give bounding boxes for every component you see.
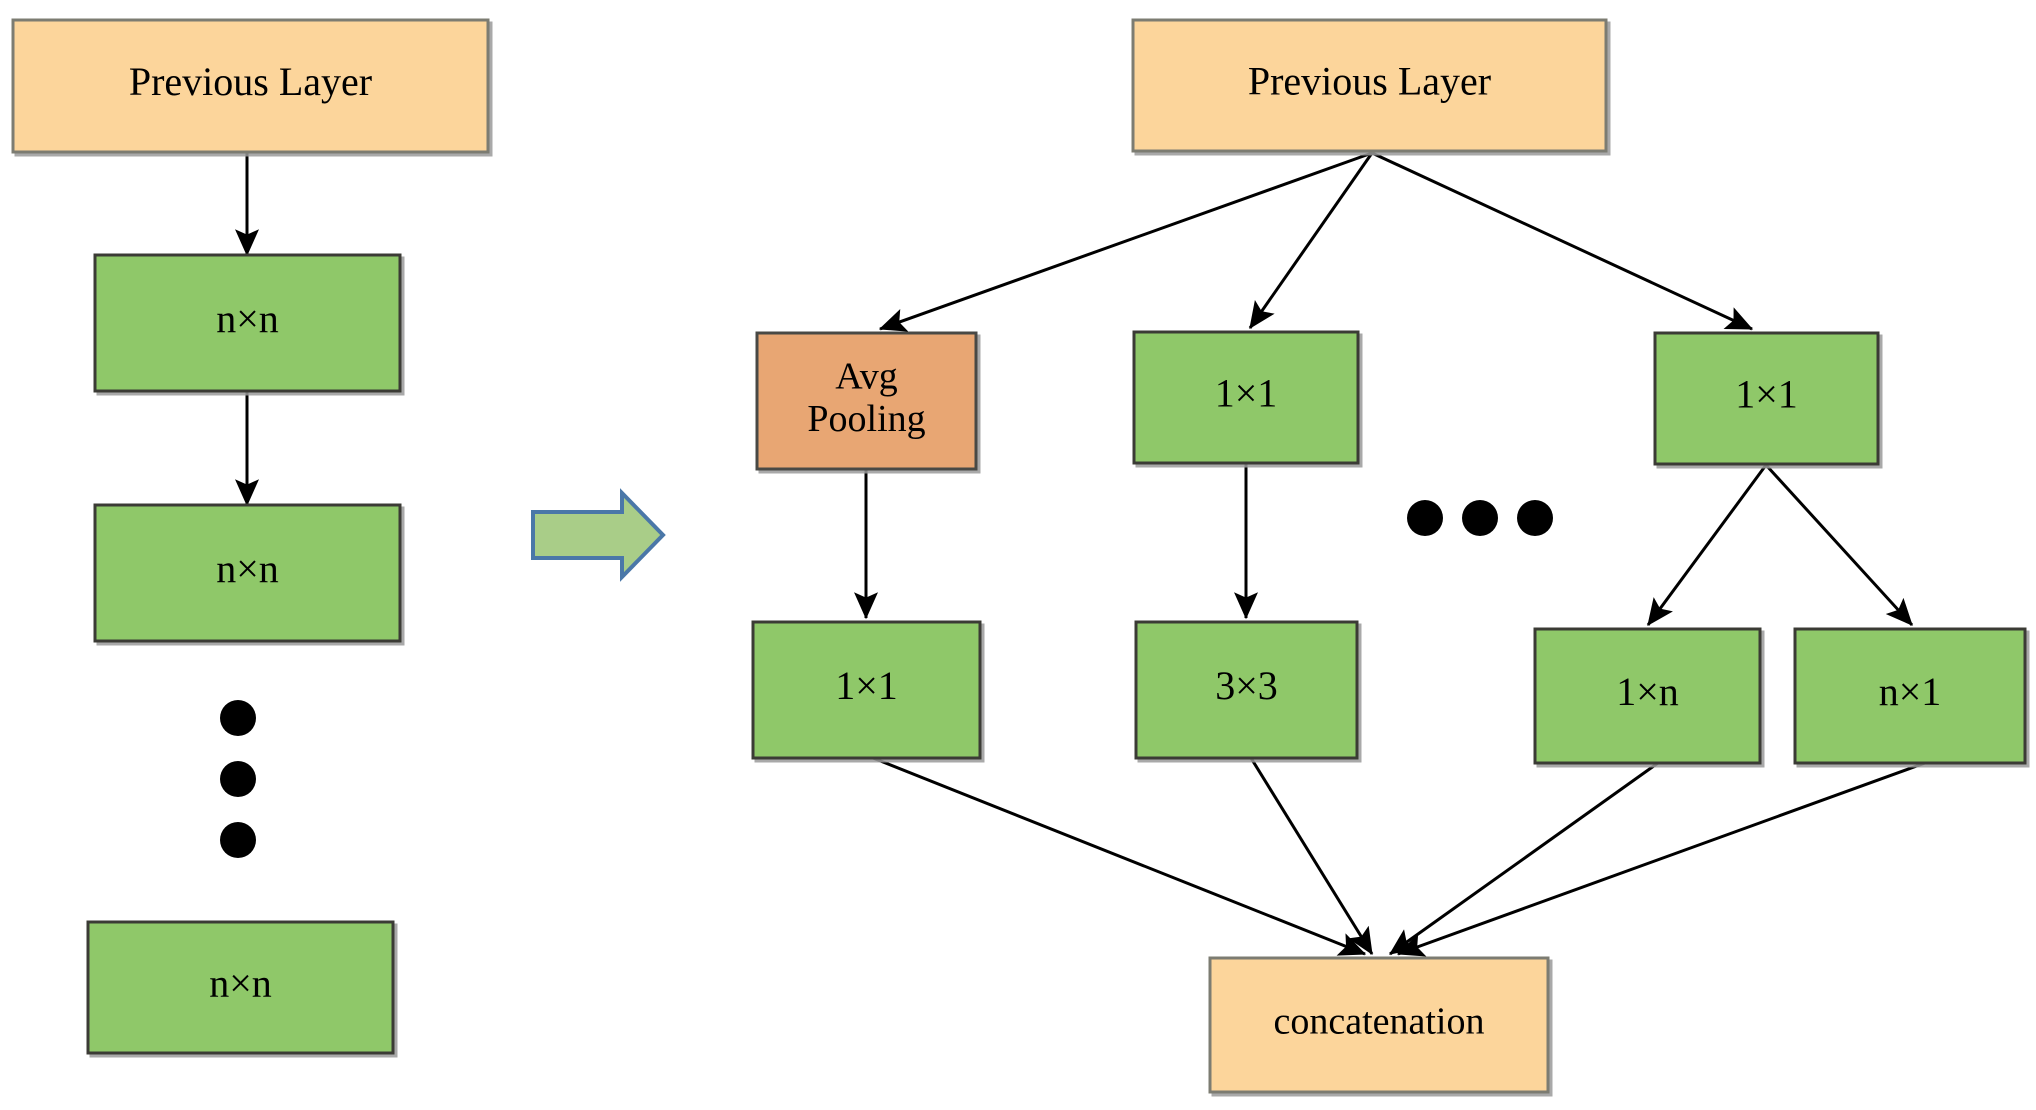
ellipsis-layer — [220, 500, 1553, 858]
node-label-branch2-3x3: 3×3 — [1215, 663, 1278, 708]
horizontal-ellipsis-icon — [1407, 500, 1553, 536]
transform-arrow-layer — [531, 488, 666, 582]
node-concatenation[interactable]: concatenation — [1208, 956, 1550, 1094]
ellipsis-dot-3 — [220, 822, 256, 858]
node-box-branch2-3x3 — [1134, 620, 1359, 760]
node-label-left-nxn-1: n×n — [216, 296, 279, 341]
node-left-nxn-1[interactable]: n×n — [93, 253, 402, 393]
ellipsis-dot-2 — [1462, 500, 1498, 536]
node-box-left-nxn-3 — [86, 920, 395, 1055]
node-branch2-3x3[interactable]: 3×3 — [1134, 620, 1359, 760]
node-label-avg-pooling: Avg — [835, 355, 898, 397]
node-left-nxn-3[interactable]: n×n — [86, 920, 395, 1055]
edge-branch3-1x1-to-branch3-1xn — [1646, 464, 1768, 626]
node-box-prev-layer-right — [1131, 18, 1608, 153]
node-label-left-nxn-2: n×n — [216, 546, 279, 591]
nodes-layer: Previous Layer n×n n×n n×n Previous LayerAvg… — [11, 18, 2027, 1094]
node-label-prev-layer-right: Previous Layer — [1248, 59, 1491, 104]
node-label-branch3-1xn: 1×n — [1616, 669, 1679, 714]
node-label-avg-pooling: Pooling — [807, 398, 925, 440]
edge-branch3-1x1-to-branch3-nx1 — [1764, 463, 1914, 627]
node-label-branch1-1x1: 1×1 — [835, 663, 898, 708]
edge-branch2-3x3-to-concatenation — [1249, 757, 1374, 956]
node-label-branch2-1x1: 1×1 — [1215, 371, 1278, 416]
node-box-concatenation — [1208, 956, 1550, 1094]
node-box-branch1-1x1 — [751, 620, 982, 760]
edge-prev-layer-right-to-branch3-1x1 — [1371, 151, 1754, 331]
node-branch1-1x1[interactable]: 1×1 — [751, 620, 982, 760]
node-box-branch3-1xn — [1533, 627, 1762, 765]
edge-branch1-1x1-to-concatenation — [872, 756, 1367, 956]
node-left-nxn-2[interactable]: n×n — [93, 503, 402, 643]
ellipsis-dot-1 — [1407, 500, 1443, 536]
node-label-left-nxn-3: n×n — [209, 961, 272, 1006]
node-label-prev-layer-left: Previous Layer — [129, 59, 372, 104]
edges-layer — [235, 151, 1926, 957]
ellipsis-dot-1 — [220, 700, 256, 736]
transform-block-arrow-icon — [531, 488, 666, 582]
node-box-branch2-1x1 — [1132, 330, 1360, 465]
edge-branch3-1xn-to-concatenation — [1389, 761, 1659, 956]
node-box-branch3-1x1 — [1653, 331, 1880, 466]
node-box-left-nxn-2 — [93, 503, 402, 643]
vertical-ellipsis-icon — [220, 700, 256, 858]
node-branch3-nx1[interactable]: n×1 — [1793, 627, 2027, 765]
node-label-branch3-nx1: n×1 — [1879, 669, 1942, 714]
node-branch2-1x1[interactable]: 1×1 — [1132, 330, 1360, 465]
ellipsis-dot-2 — [220, 761, 256, 797]
node-prev-layer-left[interactable]: Previous Layer — [11, 18, 490, 154]
node-branch3-1x1[interactable]: 1×1 — [1653, 331, 1880, 466]
node-branch3-1xn[interactable]: 1×n — [1533, 627, 1762, 765]
edge-prev-layer-right-to-avg-pooling — [878, 151, 1373, 332]
edge-branch3-nx1-to-concatenation — [1396, 761, 1926, 957]
node-box-left-nxn-1 — [93, 253, 402, 393]
edge-prev-layer-right-to-branch2-1x1 — [1248, 152, 1374, 329]
node-prev-layer-right[interactable]: Previous Layer — [1131, 18, 1608, 153]
ellipsis-dot-3 — [1517, 500, 1553, 536]
node-label-branch3-1x1: 1×1 — [1735, 372, 1798, 417]
node-box-branch3-nx1 — [1793, 627, 2027, 765]
node-box-avg-pooling — [755, 331, 978, 471]
node-label-concatenation: concatenation — [1273, 1001, 1484, 1043]
node-box-prev-layer-left — [11, 18, 490, 154]
